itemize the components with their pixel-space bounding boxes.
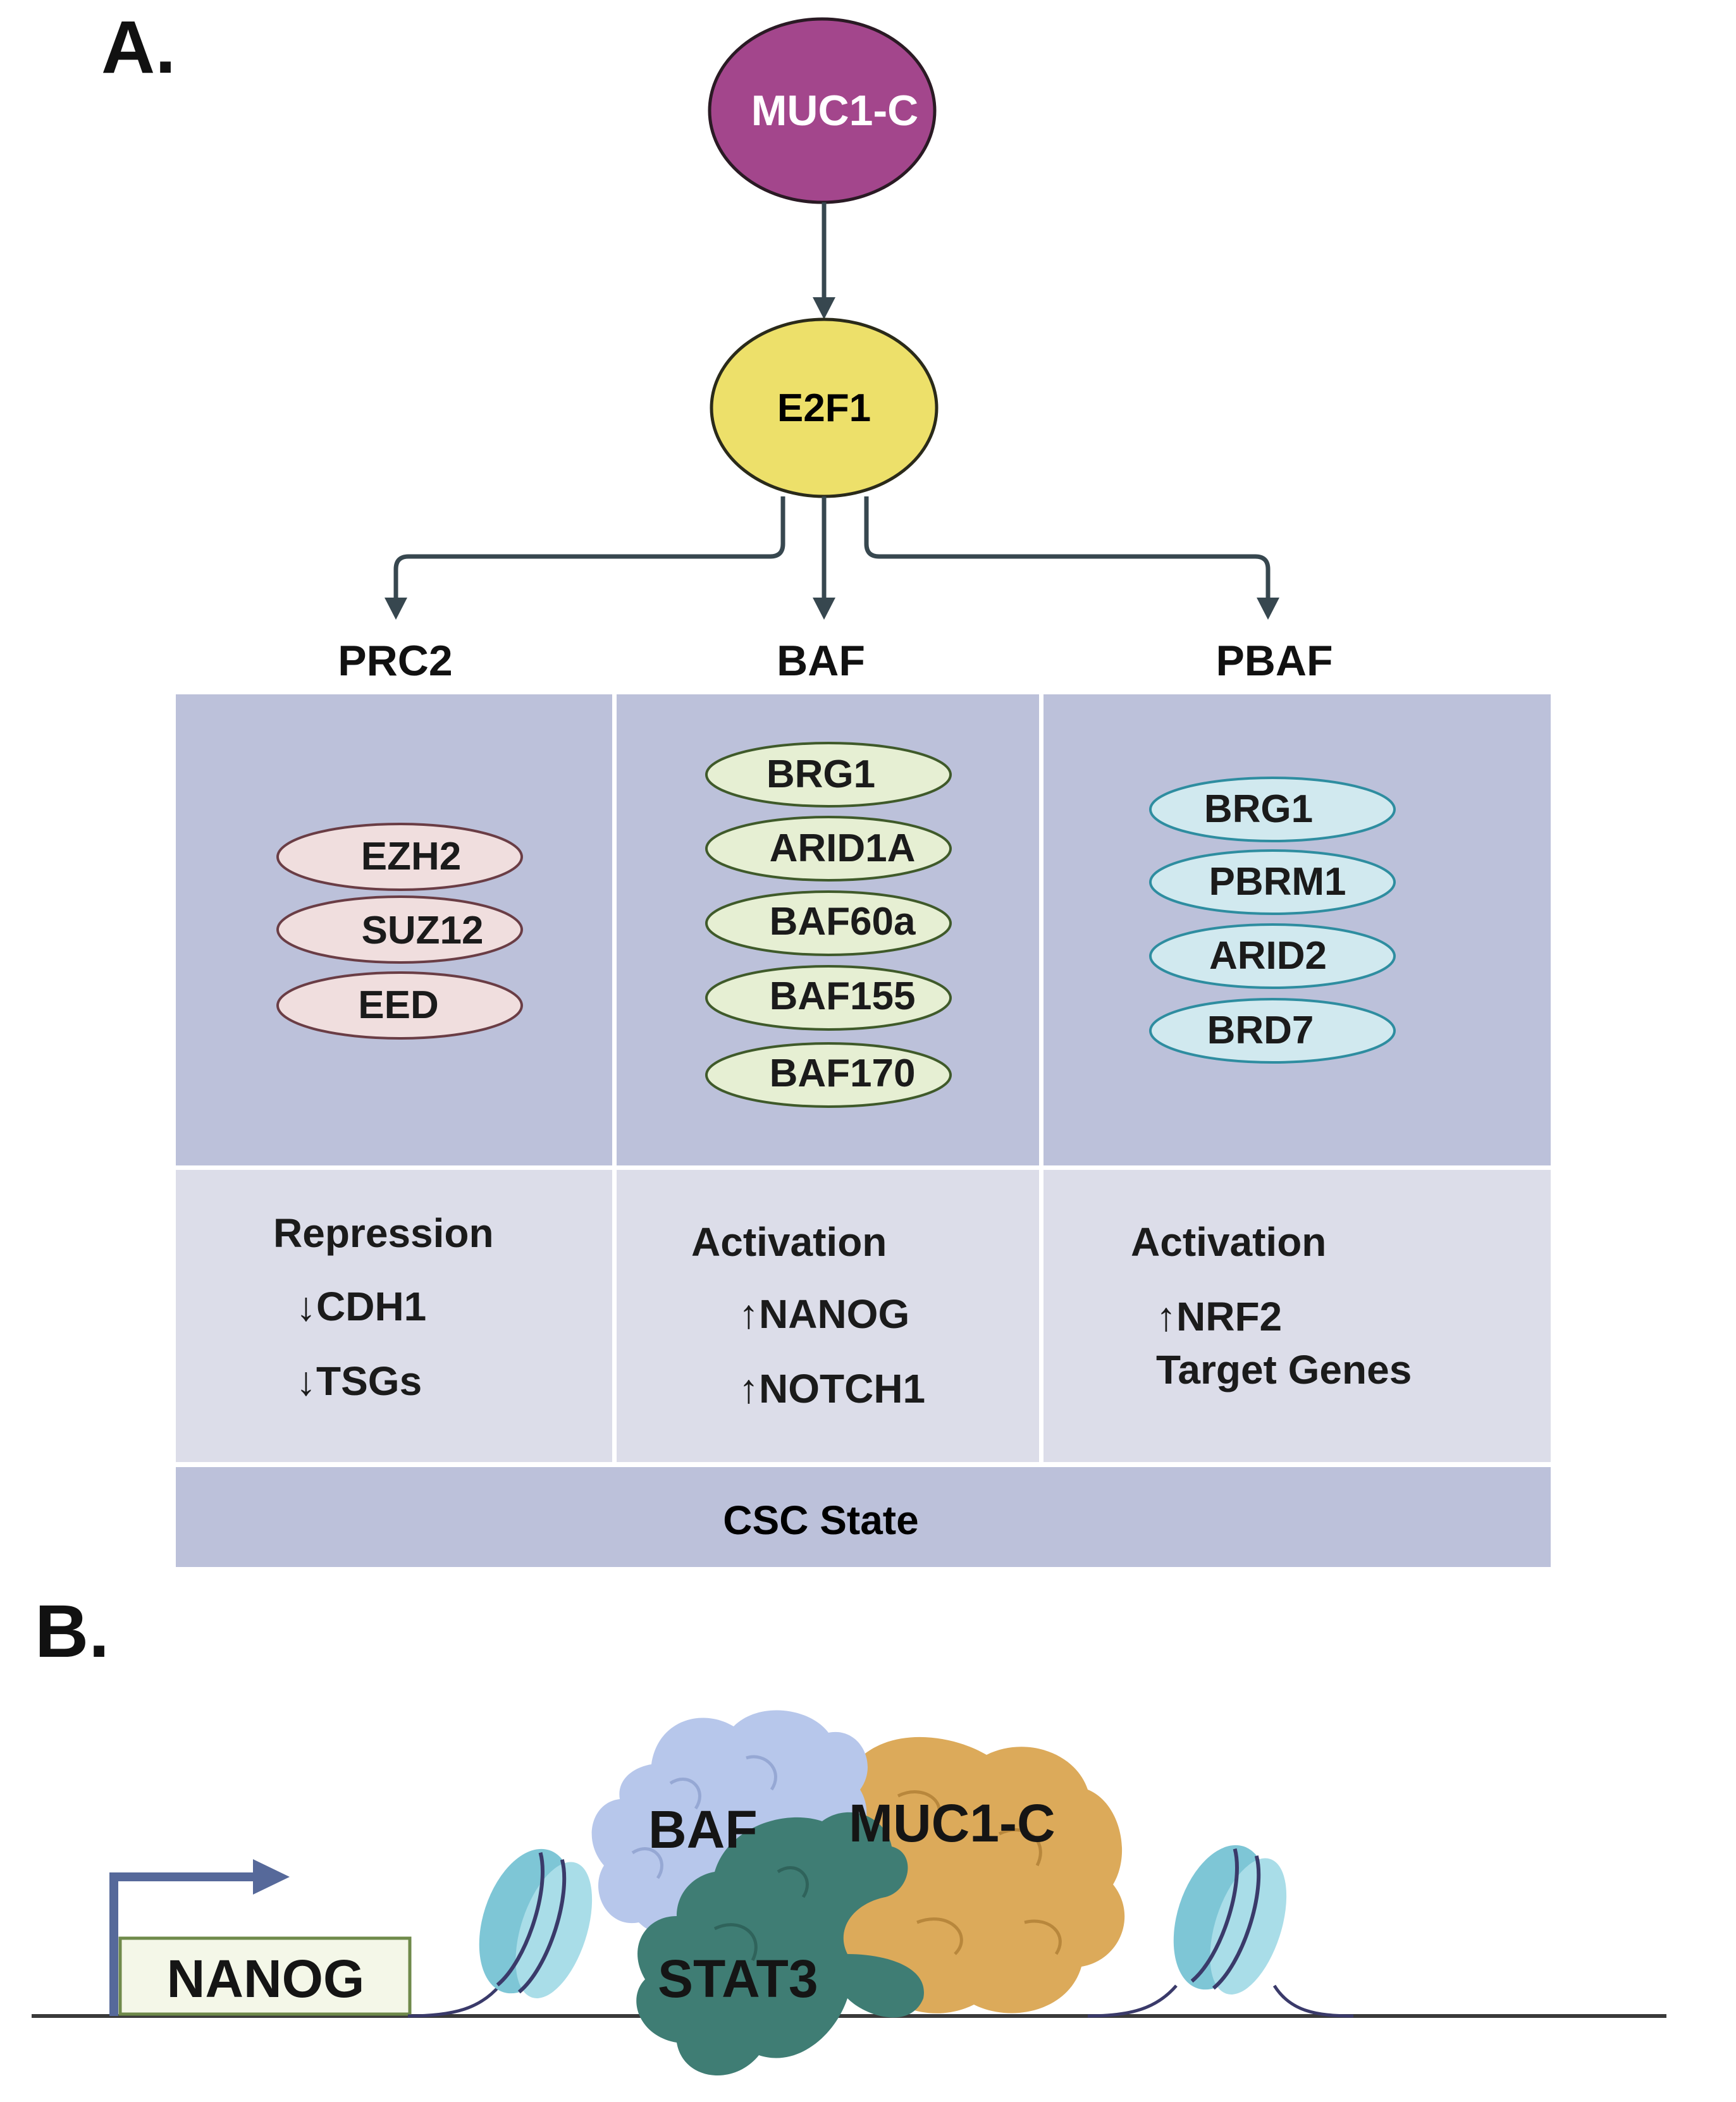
baf-subunit-ellipse (705, 965, 952, 1031)
dna-wrap (1087, 1984, 1178, 2018)
prc2-subunit-ellipse (276, 895, 523, 964)
e2f1-node-label: E2F1 (777, 386, 871, 430)
nanog-gene-label: NANOG (167, 1949, 365, 2008)
baf-subunit-label: BAF60a (770, 900, 916, 943)
pbaf-subunit-ellipse (1149, 923, 1396, 989)
panel-a-label: A. (101, 6, 176, 89)
pbaf-subunit-ellipse (1149, 849, 1396, 915)
pbaf-subunit-label: PBRM1 (1209, 860, 1346, 904)
prc2-effect-heading: Repression (273, 1210, 494, 1256)
pbaf-subunit-ellipse (1149, 998, 1396, 1064)
stat3-protein-blob (636, 1812, 924, 2076)
prc2-effect-item: ↓CDH1 (296, 1284, 426, 1329)
muc1c-node-label: MUC1-C (751, 87, 918, 135)
arrows-e2f1-to-complexes (393, 496, 1271, 598)
prc2-subunit-ellipse (276, 823, 523, 891)
baf-subunit-label: ARID1A (770, 827, 916, 870)
baf-subunit-label: BRG1 (766, 753, 875, 796)
muc1c-blob-label: MUC1-C (849, 1793, 1056, 1853)
arrow-muc1c-to-e2f1 (813, 202, 835, 319)
prc2-subunit-label: SUZ12 (362, 909, 484, 952)
pbaf-subunits: BRG1 PBRM1 ARID2 BRD7 (1149, 777, 1396, 1064)
pbaf-effect-item: ↑NRF2 (1156, 1294, 1282, 1339)
nucleosome-icon (1173, 1845, 1287, 1994)
prc2-subunit-ellipse (276, 971, 523, 1040)
csc-state-label: CSC State (723, 1497, 918, 1543)
baf-effects: Activation ↑NANOG ↑NOTCH1 (691, 1219, 925, 1411)
baf-subunit-ellipse (705, 890, 952, 956)
baf-subunit-ellipse (705, 742, 952, 808)
baf-subunit-ellipse (705, 816, 952, 882)
panel-b-label: B. (35, 1590, 109, 1673)
pbaf-effects: Activation ↑NRF2 Target Genes (1131, 1219, 1412, 1392)
prc2-subunits: EZH2 SUZ12 EED (276, 823, 523, 1040)
baf-effect-item: ↑NOTCH1 (739, 1366, 925, 1411)
pbaf-subunit-label: ARID2 (1209, 934, 1327, 978)
baf-blob-label: BAF (648, 1800, 758, 1859)
prc2-subunit-label: EED (358, 983, 438, 1027)
baf-effect-heading: Activation (691, 1219, 887, 1265)
prc2-effects: Repression ↓CDH1 ↓TSGs (273, 1210, 494, 1404)
prc2-effect-item: ↓TSGs (296, 1358, 422, 1404)
complex-title-baf: BAF (777, 637, 865, 685)
pbaf-effect-panel (1043, 1170, 1551, 1462)
baf-subunit-label: BAF170 (770, 1052, 916, 1095)
tss-arrow-icon (109, 1859, 290, 2016)
pbaf-subunit-label: BRG1 (1204, 787, 1313, 831)
baf-subunit-label: BAF155 (770, 974, 916, 1018)
baf-subunit-ellipse (705, 1042, 952, 1108)
stat3-blob-label: STAT3 (658, 1949, 818, 2008)
pbaf-effect-item: Target Genes (1156, 1347, 1412, 1392)
complex-title-pbaf: PBAF (1216, 637, 1333, 685)
baf-effect-item: ↑NANOG (739, 1291, 909, 1337)
prc2-subunit-label: EZH2 (361, 835, 461, 878)
nanog-gene-box (118, 1936, 412, 2016)
muc1c-protein-blob (819, 1736, 1125, 2013)
complex-title-prc2: PRC2 (338, 637, 452, 685)
dna-wrap (1272, 1984, 1354, 2018)
baf-subunits: BRG1 ARID1A BAF60a BAF155 BAF170 (705, 742, 952, 1108)
csc-state-bar (176, 1467, 1551, 1567)
arrowheads (385, 598, 1279, 620)
prc2-effect-panel (176, 1170, 612, 1462)
nucleosome-icon (479, 1848, 593, 1998)
pbaf-subunit-ellipse (1149, 777, 1396, 842)
pbaf-effect-heading: Activation (1131, 1219, 1326, 1265)
pbaf-subunit-label: BRD7 (1207, 1009, 1314, 1052)
dna-wrap (407, 1984, 501, 2018)
baf-effect-panel (617, 1170, 1039, 1462)
